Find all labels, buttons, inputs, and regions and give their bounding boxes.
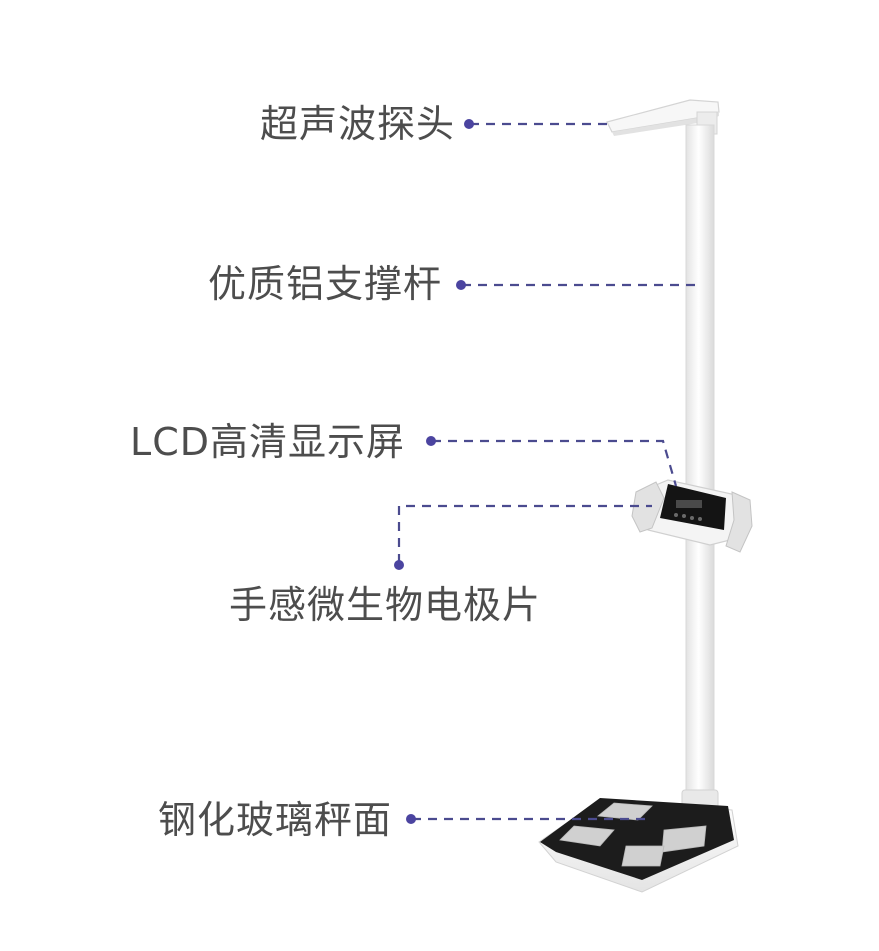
lcd-callout-line xyxy=(432,439,678,487)
lcd-console xyxy=(631,479,753,553)
pole-callout-dot xyxy=(456,280,466,290)
electrode-callout-dot xyxy=(394,560,404,570)
lcd-screen-label: LCD高清显示屏 xyxy=(130,420,405,464)
ultrasonic-probe-label: 超声波探头 xyxy=(259,102,455,146)
platform-callout-dot xyxy=(406,814,416,824)
lcd-callout-dot xyxy=(426,436,436,446)
hand-electrodes-label: 手感微生物电极片 xyxy=(229,583,542,627)
electrode-callout-line xyxy=(397,504,652,563)
glass-platform-label: 钢化玻璃秤面 xyxy=(157,798,392,842)
glass-platform xyxy=(538,798,739,893)
aluminum-pole-label: 优质铝支撑杆 xyxy=(207,262,442,306)
probe-callout-dot xyxy=(464,119,474,129)
support-pole xyxy=(681,124,719,816)
right-hand-electrode xyxy=(725,491,753,553)
